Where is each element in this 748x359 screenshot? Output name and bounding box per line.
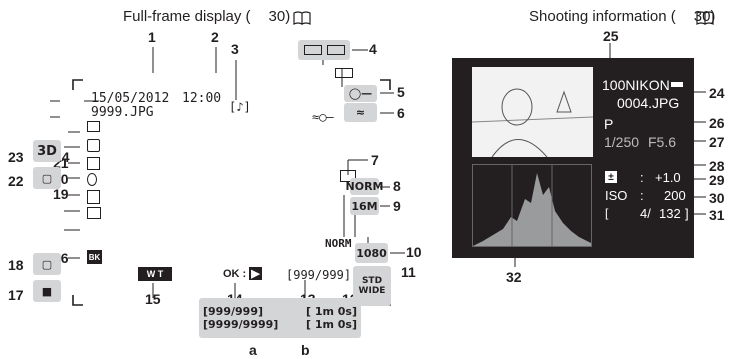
callout-6: 6 (397, 106, 405, 120)
protect-key-icon: ◯— (344, 85, 377, 102)
softening-icon (87, 190, 100, 204)
callout-11: 11 (401, 265, 416, 279)
callout-24-right: 24 (709, 86, 725, 100)
movie-counter-box: [999/999][ 1m 0s] [9999/9999][ 1m 0s] (199, 298, 361, 338)
callout-18: 18 (8, 258, 24, 272)
image-mode-label: NORM (325, 237, 352, 250)
date-display: 15/05/2012 (91, 91, 169, 106)
quick-retouch-icon: ▢ (33, 253, 61, 275)
three-d-icon: 3D (33, 140, 61, 162)
callout-30: 30 (709, 191, 725, 205)
file-name: 0004.JPG (617, 95, 679, 111)
callout-2: 2 (211, 30, 219, 44)
shooting-mode: P (604, 116, 613, 132)
volume-indicator: W T (138, 267, 172, 281)
frames-total: 132 (659, 206, 681, 221)
callout-28: 28 (709, 159, 725, 173)
label-a: a (249, 343, 257, 357)
callout-8: 8 (393, 179, 401, 193)
distortion-icon (87, 157, 100, 170)
glamour-retouch-icon: ■ (33, 280, 61, 302)
dlighting-icon (87, 173, 97, 186)
rotate-guide: OK : ▶ (223, 267, 262, 280)
label-b: b (301, 343, 310, 357)
callout-15: 15 (145, 292, 161, 306)
callout-32: 32 (506, 270, 522, 284)
battery-icon (335, 68, 353, 78)
shooting-info-title: Shooting information ( 30) (529, 8, 715, 25)
exposure-comp-icon: ± (605, 171, 617, 183)
folder-name: 100NIKON (602, 77, 670, 93)
movie-options-icon: 1080 (355, 243, 388, 263)
sequence-icon (87, 121, 100, 132)
callout-3: 3 (231, 42, 239, 56)
filter-icon (87, 207, 101, 219)
exposure-sep: : (640, 170, 644, 185)
callout-29: 29 (709, 173, 725, 187)
callout-25: 25 (603, 29, 619, 43)
voice-memo-icon: [♪] (229, 100, 251, 114)
frames-bracket: [ (605, 206, 608, 220)
callout-9: 9 (393, 199, 401, 213)
small-picture-icon: BK (87, 250, 102, 264)
eye-fi-icon: ≈◯— (312, 110, 334, 124)
frames-current: 4/ (640, 206, 651, 221)
iso-value: 200 (664, 188, 686, 203)
frames-bracket-end: ] (685, 206, 689, 221)
callout-27: 27 (709, 135, 725, 149)
battery-level-icon (671, 82, 683, 87)
callout-19: 19 (53, 187, 69, 201)
shutter-speed: 1/250 (604, 134, 639, 150)
aperture-value: F5.6 (648, 134, 676, 150)
time-display: 12:00 (182, 91, 221, 106)
photo-thumbnail (472, 67, 593, 157)
manual-book-icon-right (696, 11, 714, 25)
sequence-display-icon: ▢ (33, 167, 61, 189)
file-number: 9999.JPG (91, 105, 154, 120)
callout-5: 5 (397, 85, 405, 99)
callout-7: 7 (371, 153, 379, 167)
callout-22: 22 (8, 174, 24, 188)
histogram (472, 164, 592, 247)
iso-label: ISO (605, 188, 627, 203)
callout-31: 31 (709, 208, 725, 222)
callout-1: 1 (148, 30, 156, 44)
callout-23: 23 (8, 150, 24, 164)
callout-4: 4 (369, 42, 377, 56)
exposure-value: +1.0 (655, 170, 681, 185)
frame-icon (87, 139, 100, 152)
callout-10: 10 (406, 245, 422, 259)
image-size-icon: 16M (350, 197, 379, 215)
battery-group (298, 40, 350, 60)
callout-26: 26 (709, 116, 725, 130)
wifi-icon: ≈ (344, 103, 377, 122)
image-quality-icon: NORM (350, 178, 379, 195)
iso-sep: : (640, 188, 644, 203)
callout-17: 17 (8, 288, 24, 302)
frame-counter: [999/999] (286, 268, 351, 282)
